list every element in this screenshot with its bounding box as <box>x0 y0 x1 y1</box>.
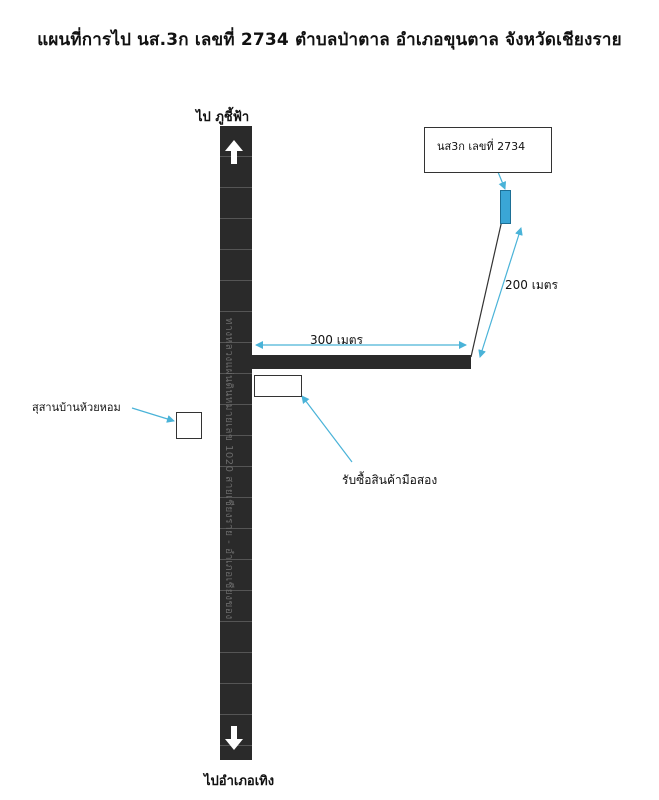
cemetery-leader <box>131 407 175 423</box>
shop-label: รับซื้อสินค้ามือสอง <box>342 473 438 487</box>
map-title: แผนที่การไป นส.3ก เลขที่ 2734 ตำบลป่าตาล… <box>37 30 622 50</box>
arrow-down-icon <box>225 726 243 750</box>
shop-leader <box>301 395 353 463</box>
cemetery-label: สุสานบ้านห้วยหอม <box>32 401 121 414</box>
bottom-destination-label: ไปอำเภอเทิง <box>204 774 275 789</box>
parcel-marker <box>500 190 511 224</box>
branch-road <box>252 355 471 369</box>
main-road <box>220 126 252 760</box>
arrow-up-icon <box>225 140 243 164</box>
parcel-label: นส3ก เลขที่ 2734 <box>437 140 526 153</box>
distance-300-label: 300 เมตร <box>310 333 363 347</box>
top-destination-label: ไป ภูชี้ฟ้า <box>196 110 250 125</box>
shop-building <box>254 375 302 397</box>
cemetery-building <box>176 412 202 439</box>
dimension-200-line <box>478 227 523 358</box>
parcel-leader <box>497 171 507 190</box>
parcel-label-box <box>424 127 552 173</box>
distance-200-label: 200 เมตร <box>505 278 558 292</box>
